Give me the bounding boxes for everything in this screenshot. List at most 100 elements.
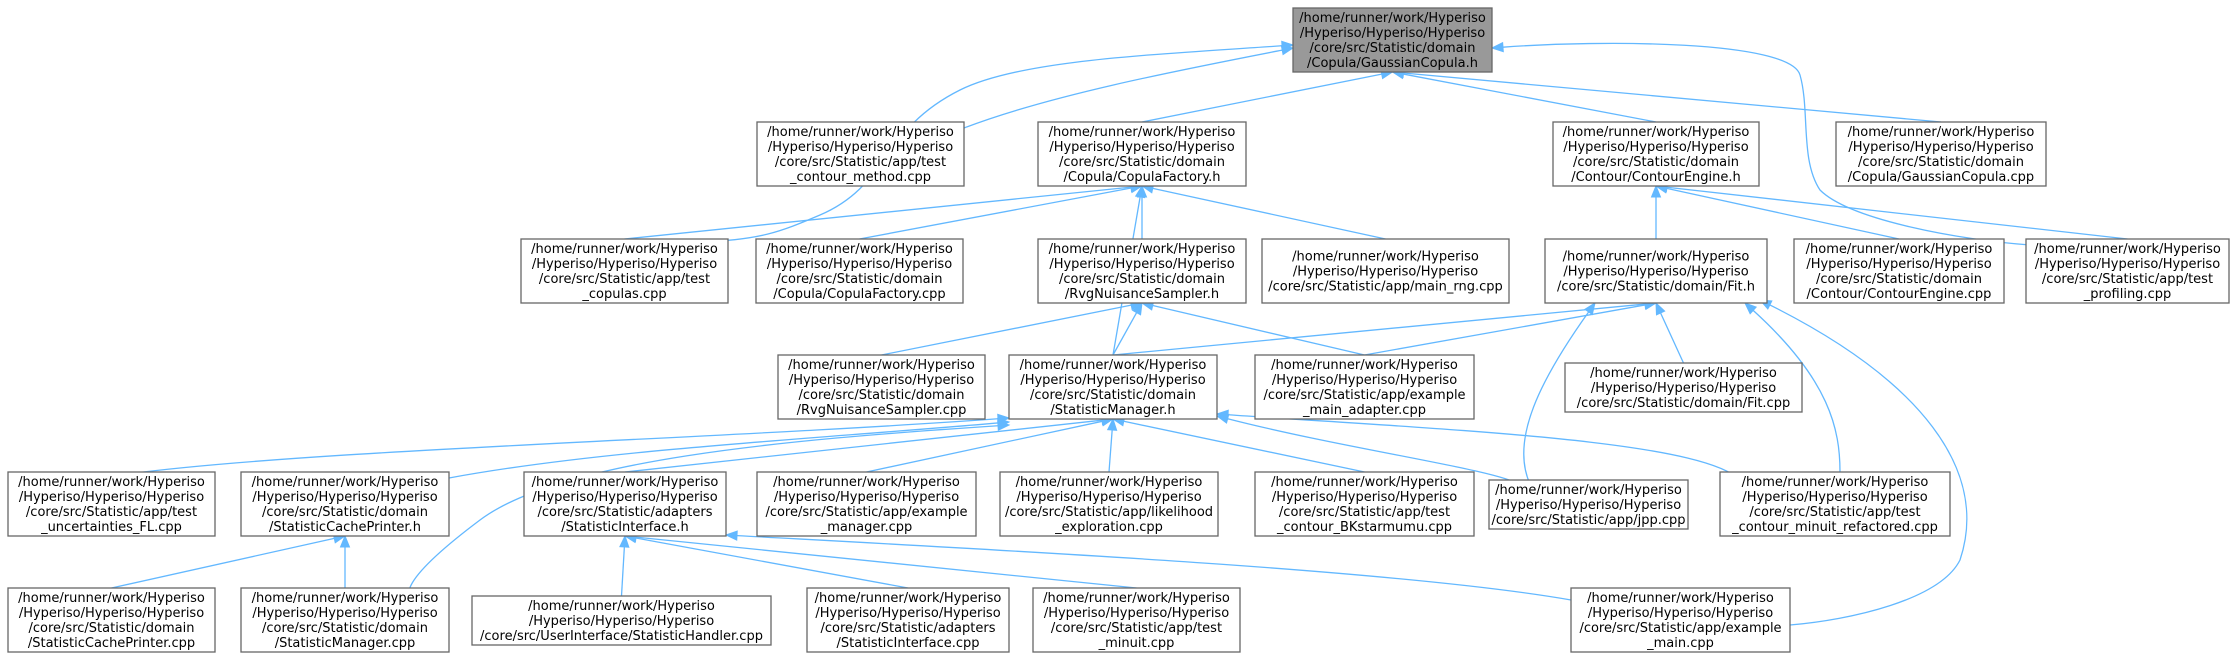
node-box: [1570, 587, 1791, 653]
node-label-line: /Hyperiso/Hyperiso/Hyperiso: [1806, 257, 1991, 272]
graph-node[interactable]: /home/runner/work/Hyperiso/Hyperiso/Hype…: [471, 595, 772, 646]
node-label-line: /home/runner/work/Hyperiso: [1806, 242, 1993, 257]
node-box: [777, 354, 986, 420]
node-label-line: /core/src/Statistic/app/test: [775, 155, 946, 170]
dependency-edge: [624, 181, 1144, 240]
node-label-line: /Copula/GaussianCopula.cpp: [1848, 170, 2034, 185]
dependency-edge: [1215, 409, 1741, 481]
edge-line: [1752, 309, 1841, 473]
edge-arrowhead: [997, 420, 1011, 431]
node-label-line: /Hyperiso/Hyperiso/Hyperiso: [252, 490, 437, 505]
edge-line: [963, 49, 1283, 129]
dependency-edge: [339, 534, 351, 588]
node-box: [1544, 238, 1768, 304]
node-label-line: /Hyperiso/Hyperiso/Hyperiso: [529, 614, 714, 629]
graph-node[interactable]: /home/runner/work/Hyperiso/Hyperiso/Hype…: [1719, 471, 1951, 537]
node-box: [1032, 587, 1241, 653]
node-label-line: /core/src/Statistic/app/test: [1051, 621, 1222, 636]
node-label-line: /Hyperiso/Hyperiso/Hyperiso: [1049, 140, 1234, 155]
node-label-line: /core/src/Statistic/adapters: [821, 621, 996, 636]
node-label-line: /core/src/Statistic/adapters: [538, 505, 713, 520]
graph-node[interactable]: /home/runner/work/Hyperiso/Hyperiso/Hype…: [756, 121, 965, 187]
node-label-line: /StatisticCachePrinter.cpp: [28, 636, 195, 651]
graph-node[interactable]: /home/runner/work/Hyperiso/Hyperiso/Hype…: [1037, 238, 1247, 304]
node-label-line: /RvgNuisanceSampler.cpp: [797, 403, 967, 418]
node-label-line: /core/src/UserInterface/StatisticHandler…: [480, 629, 763, 644]
node-label-line: /core/src/Statistic/domain: [29, 621, 195, 636]
graph-node[interactable]: /home/runner/work/Hyperiso/Hyperiso/Hype…: [1564, 362, 1803, 413]
node-label-line: /home/runner/work/Hyperiso: [532, 475, 719, 490]
graph-node[interactable]: /home/runner/work/Hyperiso/Hyperiso/Hype…: [1254, 354, 1475, 420]
graph-node[interactable]: /home/runner/work/Hyperiso/Hyperiso/Hype…: [1008, 354, 1218, 420]
node-label-line: _contour_minuit_refactored.cpp: [1731, 520, 1938, 535]
graph-node[interactable]: /home/runner/work/Hyperiso/Hyperiso/Hype…: [1544, 238, 1768, 304]
graph-node[interactable]: /home/runner/work/Hyperiso/Hyperiso/Hype…: [999, 471, 1219, 537]
dependency-edge: [624, 415, 1115, 473]
node-label-line: /Hyperiso/Hyperiso/Hyperiso: [1496, 498, 1681, 513]
node-label-line: /home/runner/work/Hyperiso: [1049, 125, 1236, 140]
node-label-line: /Hyperiso/Hyperiso/Hyperiso: [774, 490, 959, 505]
graph-node[interactable]: /home/runner/work/Hyperiso/Hyperiso/Hype…: [240, 471, 450, 537]
dependency-edge: [1141, 69, 1394, 123]
graph-node[interactable]: /home/runner/work/Hyperiso/Hyperiso/Hype…: [2025, 238, 2230, 304]
node-label-line: /home/runner/work/Hyperiso: [1587, 591, 1774, 606]
node-label-line: /Hyperiso/Hyperiso/Hyperiso: [1563, 265, 1748, 280]
graph-node[interactable]: /home/runner/work/Hyperiso/Hyperiso/Hype…: [1835, 121, 2047, 187]
node-box: [1793, 238, 2005, 304]
dependency-edge: [1654, 183, 1900, 240]
node-label-line: /Contour/ContourEngine.cpp: [1807, 287, 1992, 302]
graph-node[interactable]: /home/runner/work/Hyperiso/Hyperiso/Hype…: [240, 587, 450, 653]
graph-node[interactable]: /home/runner/work/Hyperiso/Hyperiso/Hype…: [1032, 587, 1241, 653]
edge-arrowhead: [724, 530, 738, 541]
node-label-line: /home/runner/work/Hyperiso: [1016, 475, 1203, 490]
node-label-line: /home/runner/work/Hyperiso: [1299, 11, 1486, 26]
graph-root-node[interactable]: /home/runner/work/Hyperiso/Hyperiso/Hype…: [1292, 7, 1493, 73]
nodes-layer: /home/runner/work/Hyperiso/Hyperiso/Hype…: [7, 7, 2230, 653]
node-label-line: _minuit.cpp: [1098, 636, 1175, 651]
graph-node[interactable]: /home/runner/work/Hyperiso/Hyperiso/Hype…: [7, 471, 216, 537]
node-label-line: /Hyperiso/Hyperiso/Hyperiso: [789, 373, 974, 388]
graph-node[interactable]: /home/runner/work/Hyperiso/Hyperiso/Hype…: [755, 238, 964, 304]
node-label-line: /core/src/Statistic/app/example: [765, 505, 967, 520]
graph-node[interactable]: /home/runner/work/Hyperiso/Hyperiso/Hype…: [1570, 587, 1791, 653]
node-label-line: /home/runner/work/Hyperiso: [1563, 125, 1750, 140]
graph-node[interactable]: /home/runner/work/Hyperiso/Hyperiso/Hype…: [1793, 238, 2005, 304]
edge-line: [635, 536, 1137, 589]
edge-line: [1403, 73, 1657, 123]
node-label-line: /core/src/Statistic/app/test: [26, 505, 197, 520]
node-box: [1037, 121, 1247, 187]
edge-arrowhead: [619, 534, 630, 548]
graph-node[interactable]: /home/runner/work/Hyperiso/Hyperiso/Hype…: [1037, 121, 1247, 187]
node-label-line: /core/src/Statistic/app/main_rng.cpp: [1268, 280, 1503, 295]
node-label-line: /Copula/CopulaFactory.h: [1064, 170, 1221, 185]
graph-node[interactable]: /home/runner/work/Hyperiso/Hyperiso/Hype…: [1552, 121, 1760, 187]
node-label-line: /home/runner/work/Hyperiso: [252, 591, 439, 606]
node-box: [2025, 238, 2230, 304]
node-label-line: /Hyperiso/Hyperiso/Hyperiso: [1742, 490, 1927, 505]
edge-line: [881, 304, 1132, 356]
graph-node[interactable]: /home/runner/work/Hyperiso/Hyperiso/Hype…: [806, 587, 1010, 653]
edge-line: [1769, 304, 1968, 626]
edge-arrowhead: [1650, 184, 1662, 198]
node-label-line: _profiling.cpp: [2083, 287, 2171, 302]
graph-node[interactable]: /home/runner/work/Hyperiso/Hyperiso/Hype…: [1261, 238, 1510, 304]
graph-node[interactable]: /home/runner/work/Hyperiso/Hyperiso/Hype…: [1254, 471, 1475, 537]
graph-node[interactable]: /home/runner/work/Hyperiso/Hyperiso/Hype…: [777, 354, 986, 420]
edge-arrowhead: [1744, 302, 1758, 315]
dependency-edge: [1364, 299, 1658, 356]
node-label-line: /home/runner/work/Hyperiso: [1043, 591, 1230, 606]
node-label-line: /home/runner/work/Hyperiso: [767, 125, 954, 140]
graph-node[interactable]: /home/runner/work/Hyperiso/Hyperiso/Hype…: [520, 238, 729, 304]
edge-line: [1364, 304, 1646, 356]
graph-node[interactable]: /home/runner/work/Hyperiso/Hyperiso/Hype…: [523, 471, 727, 537]
dependency-edge: [724, 530, 1572, 601]
node-label-line: /home/runner/work/Hyperiso: [815, 591, 1002, 606]
graph-node[interactable]: /home/runner/work/Hyperiso/Hyperiso/Hype…: [7, 587, 216, 653]
node-label-line: /home/runner/work/Hyperiso: [2034, 242, 2221, 257]
graph-node[interactable]: /home/runner/work/Hyperiso/Hyperiso/Hype…: [1488, 479, 1689, 530]
node-box: [1254, 471, 1475, 537]
graph-node[interactable]: /home/runner/work/Hyperiso/Hyperiso/Hype…: [756, 471, 977, 537]
node-box: [756, 121, 965, 187]
node-label-line: /home/runner/work/Hyperiso: [1495, 483, 1682, 498]
